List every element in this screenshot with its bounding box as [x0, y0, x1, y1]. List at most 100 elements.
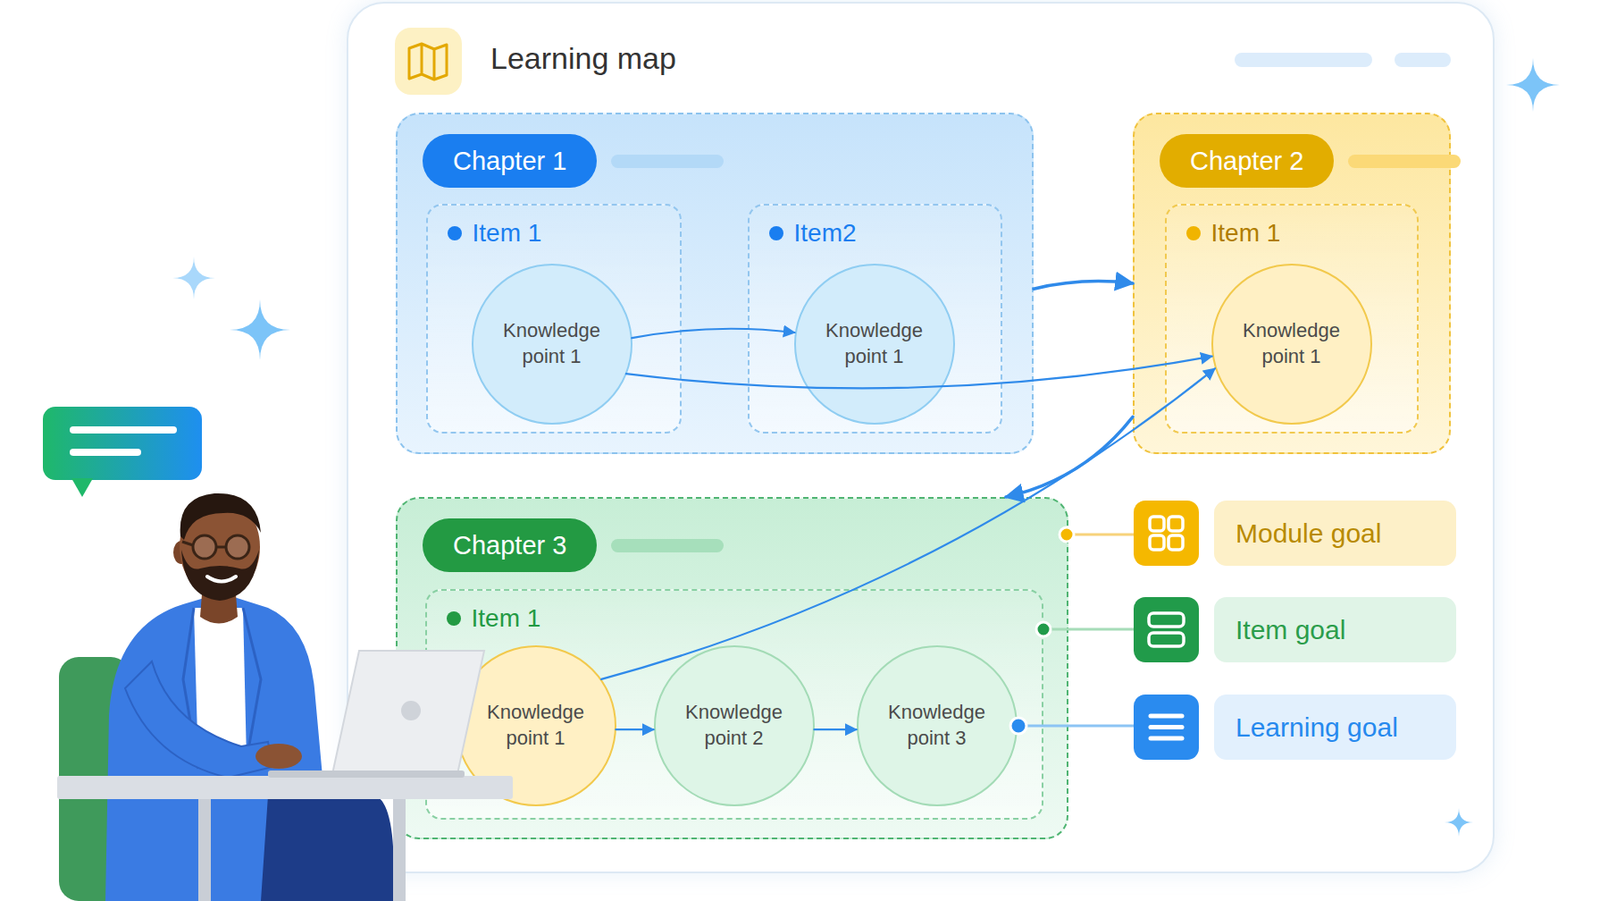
menu-glyph-line — [1150, 713, 1182, 719]
placeholder-bar — [1348, 154, 1461, 168]
knowledge-label: Knowledge point 1 — [485, 318, 620, 369]
grid-glyph-cell — [1168, 516, 1183, 531]
desk-top — [57, 775, 513, 799]
laptop-base — [268, 770, 465, 778]
laptop-screen — [332, 650, 485, 774]
item-dot — [447, 226, 462, 241]
chapter-title: Chapter 2 — [1189, 146, 1304, 176]
ear — [173, 540, 190, 564]
leader-dot — [1036, 621, 1051, 637]
menu-glyph-line — [1150, 736, 1182, 741]
diagram-title: Learning map — [490, 41, 677, 76]
placeholder-bar — [1234, 52, 1373, 68]
leader-dot — [1010, 717, 1027, 734]
knowledge-label: Knowledge point 1 — [1224, 318, 1359, 369]
smile — [207, 576, 236, 582]
leader-line — [1066, 533, 1134, 537]
legend-icon-glyph — [1133, 596, 1199, 662]
chair-back — [58, 656, 131, 901]
head — [179, 496, 260, 597]
chapter-pill: Chapter 3 — [422, 518, 597, 572]
legend-swatch — [1133, 596, 1199, 662]
item-label-row: Item 1 — [447, 214, 543, 252]
item-label: Item 1 — [1211, 218, 1282, 248]
speech-bubble — [42, 406, 202, 480]
laptop-logo — [401, 700, 421, 721]
legend-swatch — [1133, 694, 1199, 760]
item-label: Item 1 — [472, 218, 543, 248]
bubble-line — [73, 426, 174, 434]
item-dot — [769, 226, 784, 241]
jacket — [105, 596, 324, 901]
item-dot — [1186, 226, 1201, 241]
shirt — [193, 607, 247, 769]
legend-icon-glyph — [1133, 694, 1199, 760]
placeholder-bar — [611, 154, 724, 168]
chapter-title: Chapter 3 — [452, 530, 567, 560]
glasses-lens — [226, 535, 250, 559]
knowledge-label: Knowledge point 2 — [667, 699, 802, 751]
knowledge-circle: Knowledge point 1 — [471, 263, 633, 425]
placeholder-bar — [1394, 52, 1451, 68]
connector-arrow — [615, 728, 654, 730]
legend-pill: Item goal — [1214, 596, 1457, 662]
arm — [125, 661, 273, 778]
sparkle — [1506, 58, 1560, 112]
hair — [180, 493, 261, 540]
hand — [255, 743, 302, 769]
desk-leg — [393, 798, 406, 901]
pants — [134, 789, 394, 901]
glasses-lens — [192, 535, 217, 559]
knowledge-circle: Knowledge point 3 — [856, 645, 1018, 806]
item-box: Item 1 Knowledge point 1 Knowledge point 2… — [425, 588, 1044, 820]
leader-line — [1043, 628, 1134, 631]
grid-glyph-cell — [1168, 535, 1183, 550]
chapter-box: Chapter 2 Item 1 Knowledge point 1 — [1132, 112, 1451, 454]
legend-pill: Module goal — [1214, 500, 1457, 566]
menu-glyph-line — [1150, 724, 1182, 729]
item-label: Item2 — [794, 218, 857, 248]
sparkle — [1444, 807, 1474, 837]
bubble-line — [73, 448, 138, 456]
placeholder-bar — [611, 538, 724, 553]
chapter-box: Chapter 1 Item 1 Knowledge point 1 Item2Kno… — [395, 112, 1034, 454]
item-label-row: Item 1 — [446, 599, 542, 637]
connector-arrow — [1033, 281, 1133, 290]
sparkle — [229, 299, 291, 361]
knowledge-circle: Knowledge point 2 — [653, 645, 815, 806]
stack-glyph-bar — [1148, 612, 1184, 627]
neck — [200, 571, 238, 624]
speech-bubble-tail — [71, 477, 93, 497]
connector-arrow — [813, 728, 856, 730]
item-dot — [446, 611, 461, 626]
knowledge-label: Knowledge point 1 — [807, 318, 942, 369]
stack-glyph-bar — [1148, 632, 1184, 646]
legend-text: Module goal — [1235, 518, 1382, 549]
map-icon-tile — [394, 27, 462, 95]
knowledge-circle: Knowledge point 1 — [455, 645, 617, 806]
connector-arrow — [1005, 416, 1133, 497]
chapter-pill: Chapter 2 — [1159, 134, 1334, 188]
beard — [181, 549, 260, 601]
legend-icon-glyph — [1133, 500, 1199, 566]
legend-text: Learning goal — [1235, 712, 1399, 743]
legend-swatch — [1133, 500, 1199, 566]
leader-dot — [1059, 527, 1074, 542]
item-box: Item 1 Knowledge point 1 — [1164, 203, 1419, 434]
item-box: Item 1 Knowledge point 1 — [426, 203, 682, 434]
knowledge-circle: Knowledge point 1 — [1211, 263, 1373, 425]
desk-leg — [198, 798, 211, 901]
glasses-frame — [182, 541, 227, 547]
knowledge-circle: Knowledge point 1 — [794, 263, 955, 425]
legend-text: Item goal — [1235, 614, 1346, 646]
connector-arrow — [601, 368, 1215, 679]
chapter-title: Chapter 1 — [452, 146, 567, 176]
item-label-row: Item2 — [769, 214, 857, 252]
leader-line — [1018, 724, 1134, 728]
connector-arrow — [631, 328, 795, 338]
item-label: Item 1 — [471, 603, 542, 633]
